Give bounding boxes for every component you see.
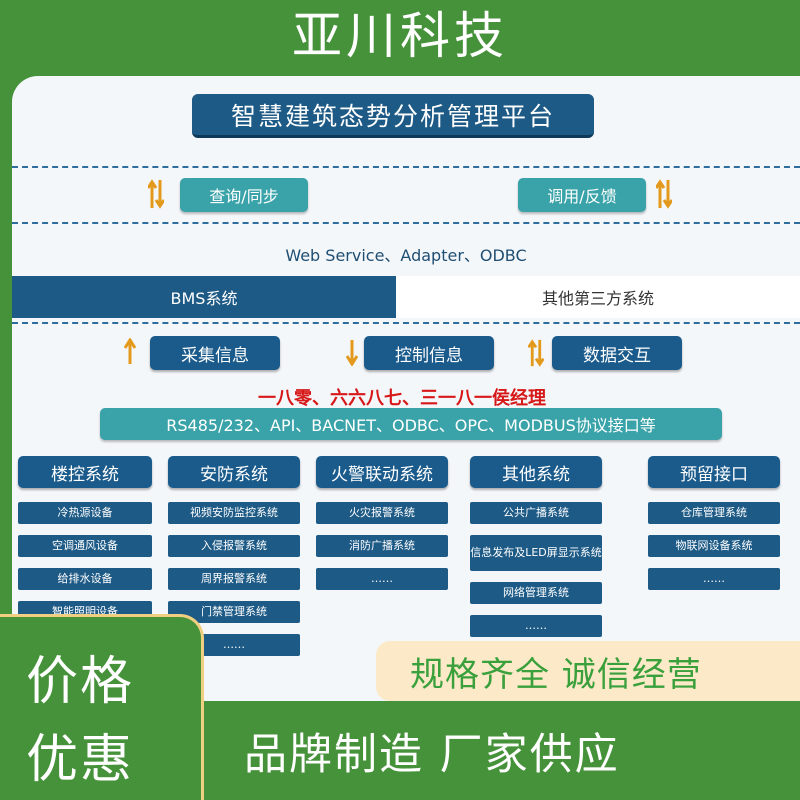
column-header: 楼控系统: [18, 456, 152, 488]
divider-info-top: [12, 322, 800, 324]
slogan-pill: 规格齐全 诚信经营: [376, 641, 800, 701]
column-building-control: 楼控系统 冷热源设备 空调通风设备 给排水设备 智能照明设备: [18, 456, 152, 623]
column-fire-alarm: 火警联动系统 火灾报警系统 消防广播系统 ……: [316, 456, 448, 590]
collect-info-box: 采集信息: [150, 336, 280, 370]
column-header: 预留接口: [648, 456, 780, 488]
down-arrow-icon: [345, 338, 359, 367]
list-item: ……: [648, 568, 780, 590]
list-item: 周界报警系统: [168, 568, 300, 590]
list-item: 网络管理系统: [470, 582, 602, 604]
column-header: 安防系统: [168, 456, 300, 488]
list-item: 给排水设备: [18, 568, 152, 590]
third-party-system-bar: 其他第三方系统: [396, 276, 800, 318]
architecture-diagram: 智慧建筑态势分析管理平台 查询/同步 调用/反馈 Web Service、Ada…: [12, 76, 800, 800]
column-other-systems: 其他系统 公共广播系统 信息发布及LED屏显示系统 网络管理系统 ……: [470, 456, 602, 637]
price-label-1: 价格: [26, 652, 135, 712]
price-badge: 价格 优惠: [0, 614, 204, 800]
column-header: 火警联动系统: [316, 456, 448, 488]
divider-top: [12, 166, 800, 168]
list-item: 公共广播系统: [470, 502, 602, 524]
bidirectional-arrow-icon: [146, 178, 166, 210]
contact-note: 一八零、六六八七、三一八一侯经理: [258, 388, 546, 409]
query-sync-box: 查询/同步: [180, 178, 308, 212]
price-label-2: 优惠: [26, 730, 135, 790]
bidirectional-arrow-icon: [654, 178, 674, 210]
bms-system-bar: BMS系统: [12, 276, 396, 318]
list-item: 仓库管理系统: [648, 502, 780, 524]
list-item: 门禁管理系统: [168, 601, 300, 623]
column-header: 其他系统: [470, 456, 602, 488]
list-item: 物联网设备系统: [648, 535, 780, 557]
data-exchange-box: 数据交互: [552, 336, 682, 370]
list-item: 冷热源设备: [18, 502, 152, 524]
call-feedback-box: 调用/反馈: [518, 178, 646, 212]
up-arrow-icon: [123, 337, 137, 366]
bottom-band: [204, 701, 800, 800]
slogan-brand-manufacturing: 品牌制造 厂家供应: [244, 730, 620, 780]
platform-title: 智慧建筑态势分析管理平台: [192, 94, 594, 138]
list-item: 视频安防监控系统: [168, 502, 300, 524]
list-item: 空调通风设备: [18, 535, 152, 557]
list-item: 消防广播系统: [316, 535, 448, 557]
brand-title: 亚川科技: [292, 7, 508, 65]
middleware-label: Web Service、Adapter、ODBC: [285, 246, 527, 265]
list-item: ……: [316, 568, 448, 590]
list-item: 信息发布及LED屏显示系统: [470, 535, 602, 571]
protocol-bar: RS485/232、API、BACNET、ODBC、OPC、MODBUS协议接口…: [100, 408, 722, 440]
column-reserved-interface: 预留接口 仓库管理系统 物联网设备系统 ……: [648, 456, 780, 590]
list-item: ……: [470, 615, 602, 637]
list-item: 火灾报警系统: [316, 502, 448, 524]
control-info-box: 控制信息: [364, 336, 494, 370]
bidirectional-arrow-icon: [527, 338, 545, 368]
divider-middleware-top: [12, 222, 800, 224]
list-item: 入侵报警系统: [168, 535, 300, 557]
